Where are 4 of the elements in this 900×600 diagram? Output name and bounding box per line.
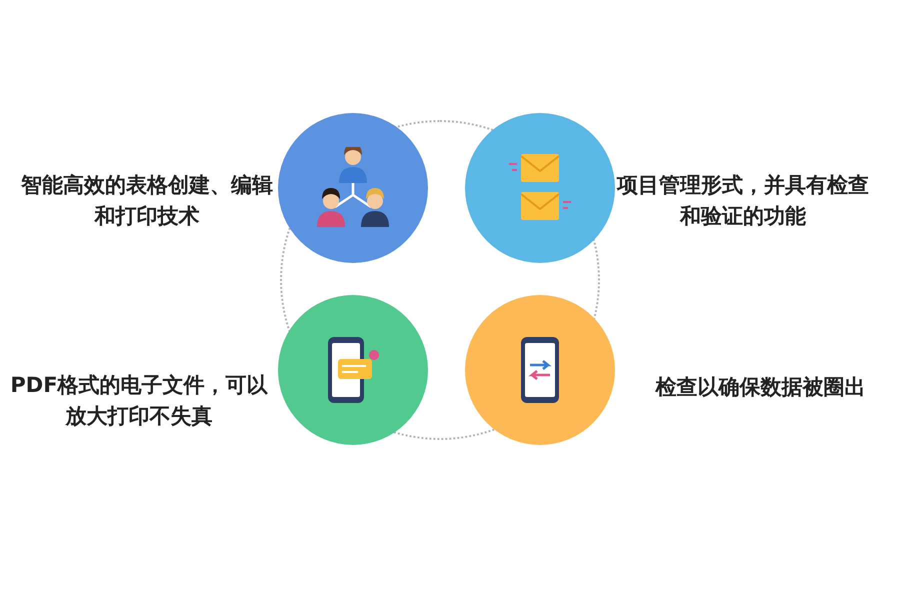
node-caption: 检查以确保数据被圈出 bbox=[654, 374, 866, 401]
node-caption: PDF格式的电子文件，可以放大打印不失真 bbox=[9, 372, 269, 430]
node-caption: 智能高效的表格创建、编辑和打印技术 bbox=[20, 172, 274, 230]
node-caption: 项目管理形式，并具有检查和验证的功能 bbox=[616, 172, 870, 230]
